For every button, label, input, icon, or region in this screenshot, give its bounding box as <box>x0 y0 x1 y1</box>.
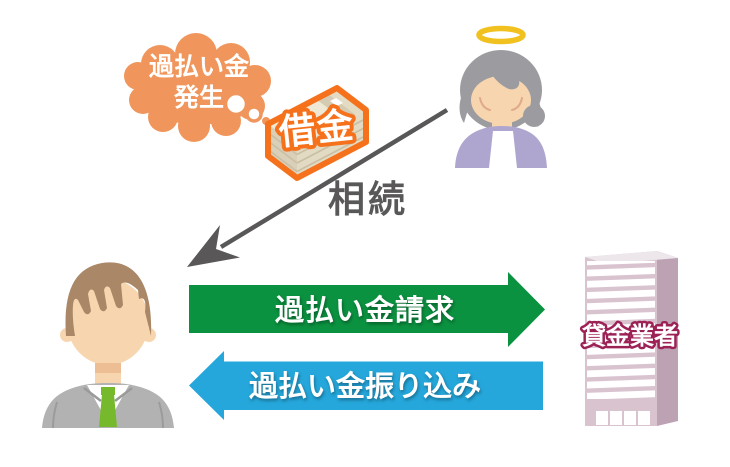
man-lapels <box>83 387 133 402</box>
money-stack: 借金 <box>265 85 369 181</box>
grandmother-hair-left-lock <box>459 95 471 123</box>
grandmother-hair-bun <box>523 105 545 127</box>
inheritance-arrowhead <box>187 225 240 267</box>
man-hair <box>65 262 152 336</box>
money-outline <box>265 85 369 181</box>
claim-arrow-shape <box>189 272 545 347</box>
lender-building: 貸金業者 <box>580 251 681 426</box>
man-tie <box>99 387 117 427</box>
inheritance-arrow-shaft <box>219 108 449 249</box>
man-suit-seams <box>52 401 164 429</box>
man-neck-shadow <box>95 363 121 373</box>
transfer-arrow-shape <box>189 351 543 420</box>
thought-bubble: 過払い金 発生 <box>124 33 271 142</box>
transfer-arrow-label: 過払い金振り込み <box>249 369 481 403</box>
transfer-arrow: 過払い金振り込み <box>189 351 543 420</box>
money-top-end <box>327 88 366 115</box>
debt-label: 借金 <box>276 104 357 153</box>
inheritance-arrow: 相続 <box>187 108 449 267</box>
building-roof <box>585 251 678 264</box>
grandmother-cheek-wrinkles <box>479 97 523 111</box>
bubble-text-line1: 過払い金 <box>149 52 250 81</box>
inheritance-label: 相続 <box>328 179 408 220</box>
money-band <box>316 93 356 121</box>
halo-icon <box>476 25 526 45</box>
money-bill-layers <box>267 117 367 173</box>
bubble-text-line2: 発生 <box>173 84 224 112</box>
building-windows <box>587 261 655 399</box>
grandmother-hair-front <box>462 52 540 114</box>
claim-arrow: 過払い金請求 <box>189 272 545 347</box>
building-entrance-doors <box>596 411 650 425</box>
man <box>42 262 174 429</box>
grandmother <box>455 25 547 168</box>
claim-arrow-label: 過払い金請求 <box>275 293 455 327</box>
grandmother-inner-shirt <box>489 131 517 168</box>
lender-label: 貸金業者 <box>582 322 678 350</box>
thought-bubble-tail <box>222 90 270 125</box>
money-band-tag <box>330 98 343 106</box>
building-side-face <box>657 251 678 426</box>
